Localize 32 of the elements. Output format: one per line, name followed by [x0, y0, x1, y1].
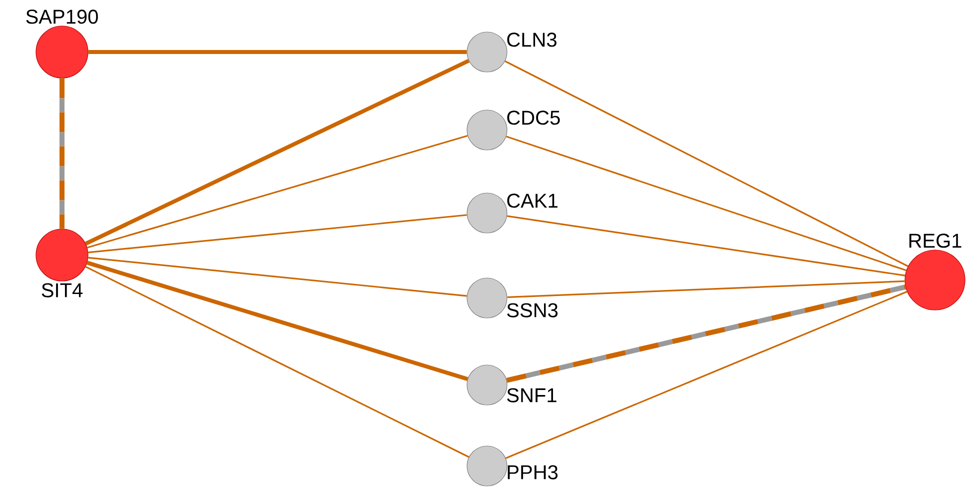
node-label: PPH3	[508, 465, 558, 480]
node-label: REG1	[909, 234, 962, 248]
interaction-line	[85, 266, 470, 458]
protein-node: CAK1	[466, 192, 558, 234]
protein-node: CDC5	[466, 110, 560, 150]
interaction-line	[86, 260, 468, 381]
interaction-line	[88, 214, 467, 254]
node-label: SNF1	[507, 388, 556, 402]
protein-node: SSN3	[466, 278, 558, 318]
protein-node: SIT4	[36, 228, 88, 298]
node-label: CAK1	[507, 194, 558, 208]
interaction-line	[88, 50, 467, 54]
node-label: SIT4	[42, 283, 83, 298]
interaction-line	[504, 60, 908, 267]
interaction-line	[506, 136, 907, 272]
protein-node: REG1	[904, 234, 966, 310]
interaction-line	[87, 134, 468, 248]
interaction-line	[506, 215, 906, 276]
node-label: CDC5	[507, 110, 560, 125]
protein-node: PPH3	[466, 446, 558, 486]
node-label: CLN3	[507, 32, 556, 47]
interaction-line	[507, 280, 905, 298]
interaction-line	[506, 284, 906, 383]
node-label: SAP190	[26, 10, 98, 24]
protein-node: SNF1	[466, 364, 556, 406]
protein-node: CLN3	[466, 32, 556, 72]
interaction-line	[88, 256, 467, 297]
interaction-line	[84, 58, 470, 246]
interaction-line	[60, 78, 64, 229]
node-label: SSN3	[507, 303, 558, 318]
protein-node: SAP190	[26, 10, 98, 78]
interaction-line	[505, 290, 908, 459]
